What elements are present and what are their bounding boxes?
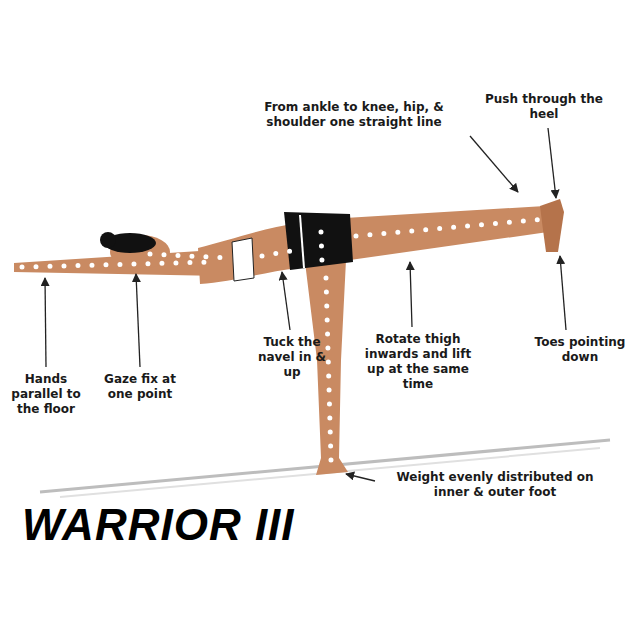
figure (14, 199, 564, 475)
toes-note: Toes pointing down (528, 335, 632, 365)
pose-title: WARRIOR III (22, 500, 295, 550)
heel-note: Push through the heel (484, 92, 604, 122)
leader-lines (45, 128, 566, 481)
gaze-note: Gaze fix at one point (92, 372, 188, 402)
navel-note: Tuck the navel in & up (250, 335, 334, 380)
hands-note: Hands parallel to the floor (6, 372, 86, 417)
weight-note: Weight evenly distributed on inner & out… (380, 470, 610, 500)
alignment-note: From ankle to knee, hip, & shoulder one … (236, 100, 472, 130)
thigh-note: Rotate thigh inwards and lift up at the … (364, 332, 472, 392)
